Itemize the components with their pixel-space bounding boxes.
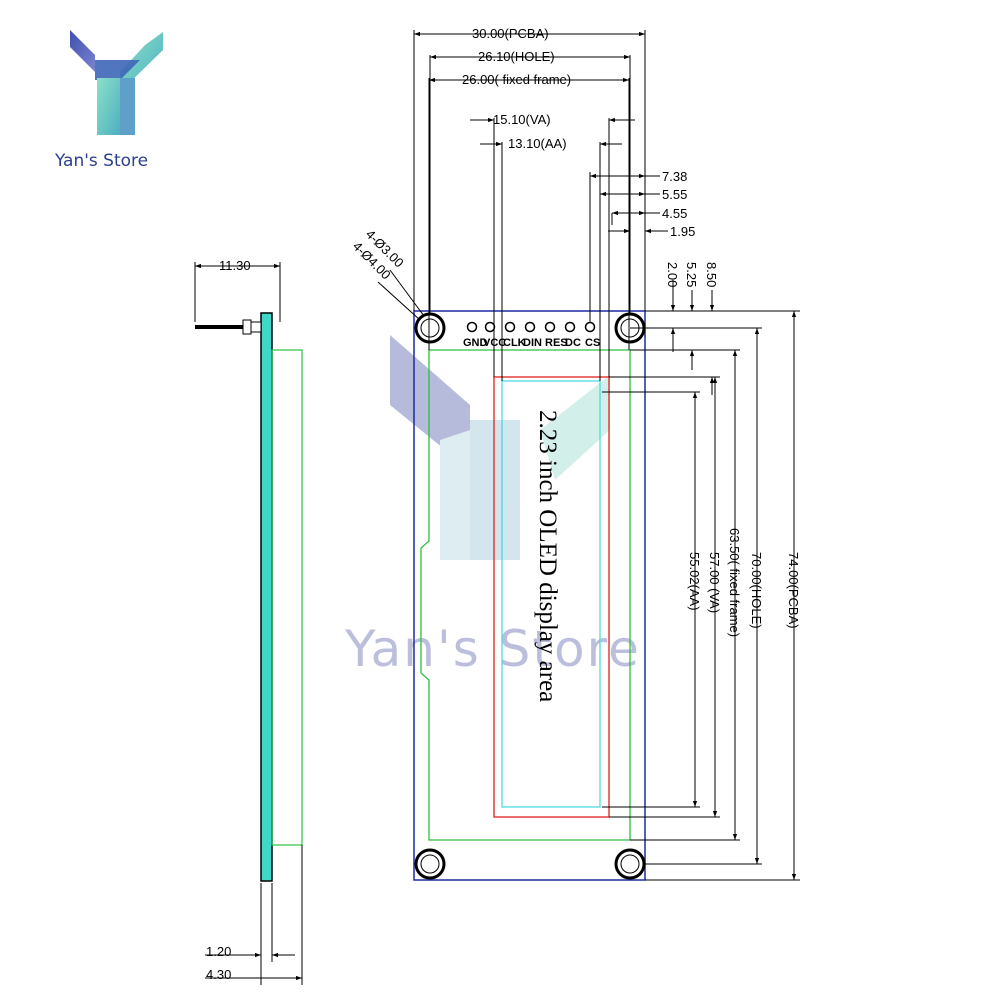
- dim-5-25: 5.25: [684, 262, 699, 287]
- pin-label: VCC: [483, 337, 506, 349]
- dim-hole-height: 70.00(HOLE): [749, 552, 764, 629]
- pin-label: CS: [585, 337, 600, 349]
- glass-side-profile: [271, 349, 303, 846]
- dim-pcba-height: 74.00(PCBA): [786, 552, 801, 629]
- dim-hole-width: 26.10(HOLE): [478, 49, 555, 64]
- dim-side-1-20: 1.20: [206, 944, 231, 959]
- dim-8-50: 8.50: [704, 262, 719, 287]
- pin-label: DIN: [523, 337, 542, 349]
- right-dimensions: [602, 280, 800, 881]
- pin-label: CLK: [503, 337, 526, 349]
- top-dimensions: [413, 30, 668, 381]
- fixed-frame-outline: [420, 349, 631, 841]
- display-area-label: 2.23 inch OLED display area: [534, 410, 561, 702]
- store-logo-icon: [70, 30, 163, 135]
- dim-va-height: 57.00 (VA): [707, 552, 722, 613]
- dim-7-38: 7.38: [662, 169, 687, 184]
- pin-label: GND: [463, 337, 488, 349]
- dim-2-00: 2.00: [665, 262, 680, 287]
- va-outline: [493, 376, 610, 818]
- pin-pads: [466, 321, 596, 333]
- dim-side-11-30: 11.30: [219, 258, 251, 273]
- hole-callout-leaders: [377, 269, 425, 321]
- side-view: [194, 262, 303, 985]
- pin-label: DC: [565, 337, 581, 349]
- dim-frame-width: 26.00( fixed frame): [462, 72, 571, 87]
- dim-5-55: 5.55: [662, 187, 687, 202]
- pcb-outline: [413, 310, 646, 881]
- dim-4-55: 4.55: [662, 206, 687, 221]
- store-name: Yan's Store: [54, 151, 148, 171]
- watermark-text: Yan's Store: [344, 620, 641, 678]
- dim-aa-width: 13.10(AA): [508, 136, 567, 151]
- front-view: [413, 310, 646, 881]
- dim-1-95: 1.95: [670, 224, 695, 239]
- board-side-profile: [260, 312, 273, 882]
- aa-outline: [501, 380, 601, 808]
- dim-frame-height: 63.50( fixed frame): [727, 528, 742, 637]
- dim-va-width: 15.10(VA): [493, 112, 551, 127]
- watermark-logo-icon: [390, 335, 610, 560]
- dim-aa-height: 55.02(AA): [687, 552, 702, 611]
- pin-label: RES: [545, 337, 568, 349]
- dim-side-4-30: 4.30: [206, 967, 231, 982]
- dim-pcba-width: 30.00(PCBA): [472, 26, 549, 41]
